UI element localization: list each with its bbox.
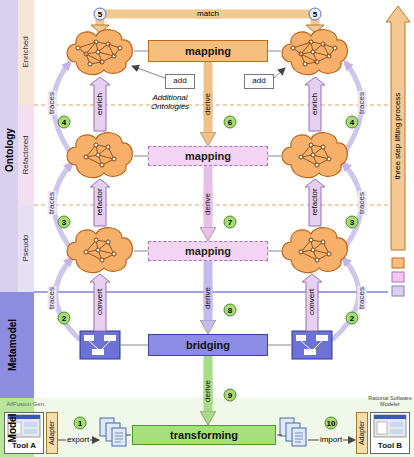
box-text: transforming [170, 429, 238, 441]
mapping-box: mapping [148, 241, 268, 261]
callout-number: 5 [309, 8, 322, 21]
arrow-label: refactor [311, 186, 320, 217]
bridging-box: bridging [148, 334, 268, 356]
callout-number: 4 [346, 116, 359, 129]
box-text: Adapter [358, 421, 366, 446]
arrow-label: enrich [96, 91, 105, 117]
arrow-label: refactor [96, 186, 105, 217]
callout-number: 3 [346, 216, 359, 229]
traces-label: traces [48, 91, 57, 115]
box-text: Tool A [12, 442, 36, 451]
edge-label: derive [204, 285, 213, 311]
callout-number: 10 [325, 417, 338, 430]
tool-box: Tool B [370, 412, 410, 454]
box-text: mapping [185, 150, 231, 162]
traces-swoosh [53, 62, 361, 340]
box-text: add [173, 77, 186, 86]
lifting-arrow [386, 6, 410, 296]
transforming-box: transforming [132, 425, 276, 445]
flow-label: import [319, 436, 343, 445]
layer-label: Ontology [4, 128, 15, 172]
mapping-box: mapping [148, 40, 268, 62]
level-label: Refactored [22, 135, 31, 174]
tool-name: AllFusion Gen. [6, 401, 45, 408]
callout-number: 4 [58, 116, 71, 129]
arrow-label: enrich [311, 91, 320, 117]
box-text: Adapter [48, 421, 56, 446]
edge-label: derive [204, 191, 213, 217]
traces-label: traces [48, 286, 57, 310]
ontology-cloud [67, 30, 347, 273]
add-box: add [244, 74, 274, 89]
tool-name: Rational Software Modeler [368, 395, 412, 407]
arrow-label: match [195, 10, 221, 19]
callout-number: 1 [74, 417, 87, 430]
edge-label: derive [204, 378, 213, 404]
traces-label: traces [358, 286, 367, 310]
callout-number: 8 [224, 304, 237, 317]
note-label: Additional Ontologies [141, 94, 199, 112]
arrow-label: convert [308, 287, 317, 317]
box-text: mapping [185, 45, 231, 57]
level-label: Pseudo [22, 234, 31, 261]
callout-number: 2 [58, 312, 71, 325]
model-documents [58, 418, 355, 446]
layer-label: Model [7, 414, 18, 443]
derive-arrow [204, 261, 213, 320]
level-label: Enriched [22, 36, 31, 68]
traces-label: traces [48, 191, 57, 215]
mapping-box: mapping [148, 146, 268, 166]
callout-number: 3 [58, 216, 71, 229]
layer-label: Metamodel [7, 319, 18, 371]
callout-number: 9 [224, 389, 237, 402]
tool-screenshot [4, 412, 410, 454]
adapter-box: Adapter [46, 412, 58, 454]
box-text: Tool B [378, 442, 402, 451]
traces-label: traces [358, 91, 367, 115]
link-line [120, 51, 292, 345]
block-arrow [90, 77, 325, 331]
callout-number: 6 [224, 116, 237, 129]
callout-number: 2 [346, 312, 359, 325]
metamodel-icon [80, 331, 332, 359]
derive-arrow [204, 166, 213, 227]
derive-arrow [204, 62, 213, 132]
derive-arrow [204, 356, 213, 411]
flow-label: export [66, 436, 90, 445]
add-box: add [165, 74, 195, 89]
adapter-box: Adapter [356, 412, 368, 454]
box-text: mapping [185, 245, 231, 257]
process-label: three step lifting process [394, 91, 403, 182]
edge-label: derive [204, 91, 213, 117]
box-text: bridging [186, 339, 230, 351]
traces-label: traces [358, 191, 367, 215]
box-text: add [252, 77, 265, 86]
callout-number: 7 [224, 216, 237, 229]
arrow-label: convert [96, 287, 105, 317]
callout-number: 5 [94, 8, 107, 21]
